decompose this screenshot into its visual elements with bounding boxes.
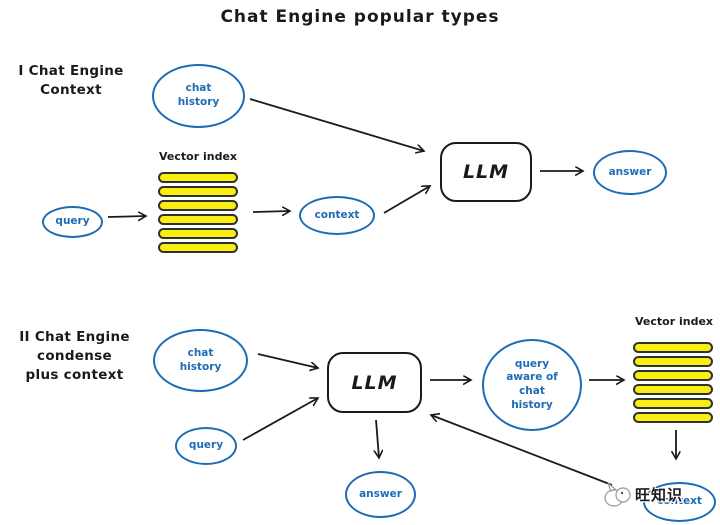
section1-query-node: query (42, 206, 103, 238)
vector-index-bar (633, 342, 713, 353)
arrow-llm2-to-answer2 (376, 419, 379, 458)
vector-index-bar (158, 214, 238, 225)
vector-index-bar (633, 370, 713, 381)
vector-index-bar (633, 384, 713, 395)
section1-vector-index-label: Vector index (159, 150, 237, 163)
section2-vector-index-label: Vector index (635, 315, 713, 328)
arrow-vector1-to-context1 (252, 211, 290, 212)
section2-query-node: query (175, 427, 237, 465)
vector-index-bar (633, 356, 713, 367)
vector-index-bar (633, 412, 713, 423)
arrow-context2-to-llm2 (431, 415, 613, 486)
arrow-chathistory1-to-llm1 (249, 98, 424, 151)
watermark-text: 旺知识 (635, 485, 684, 504)
section2-chat-history-node: chat history (153, 329, 248, 392)
section2-context-node: context (643, 482, 716, 522)
section2-label: II Chat Engine condense plus context (19, 329, 130, 383)
vector-index-bar (633, 398, 713, 409)
section1-label: I Chat Engine Context (18, 63, 124, 98)
section2-query-aware-node: query aware of chat history (482, 339, 582, 431)
section1-vector-index-stack (158, 172, 238, 256)
vector-index-bar (158, 172, 238, 183)
section2-vector-index-stack (633, 342, 713, 426)
arrow-context1-to-llm1 (383, 186, 430, 214)
arrow-query2-to-llm2 (242, 398, 318, 441)
section1-answer-node: answer (593, 150, 667, 195)
vector-index-bar (158, 200, 238, 211)
watermark-logo-icon (604, 482, 631, 507)
section1-llm-node: LLM (440, 142, 532, 202)
watermark: 旺知识 (601, 477, 683, 511)
section2-answer-node: answer (345, 471, 416, 518)
vector-index-bar (158, 228, 238, 239)
arrow-query1-to-vector1 (107, 216, 146, 217)
section1-context-node: context (299, 196, 375, 235)
arrow-chathistory2-to-llm2 (257, 353, 318, 368)
vector-index-bar (158, 242, 238, 253)
diagram-title: Chat Engine popular types (220, 7, 500, 27)
section2-llm-node: LLM (327, 352, 422, 413)
section1-chat-history-node: chat history (152, 64, 245, 128)
vector-index-bar (158, 186, 238, 197)
